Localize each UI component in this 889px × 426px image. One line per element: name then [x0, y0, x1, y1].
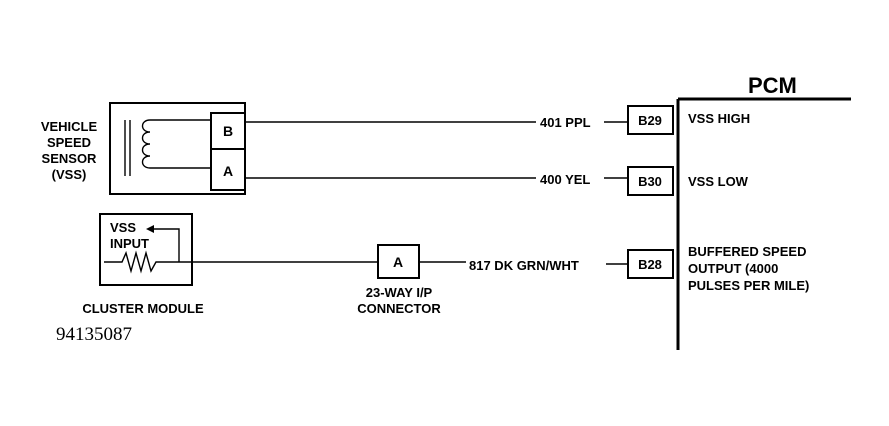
cluster-inner-label-line-2: INPUT	[110, 236, 149, 251]
pcm-pin-label: B30	[638, 174, 662, 189]
arrow-left-icon	[146, 225, 154, 233]
resistor-icon	[104, 250, 192, 274]
wire-label: 817 DK GRN/WHT	[469, 258, 579, 273]
pcm-pin-box	[627, 105, 674, 135]
pcm-signal-label: VSS LOW	[688, 174, 749, 189]
pcm-signal-label-line-2: OUTPUT (4000	[688, 261, 778, 276]
ip-connector: A 23-WAY I/P CONNECTOR	[357, 244, 441, 316]
vehicle-speed-sensor: VEHICLE SPEED SENSOR (VSS) B A	[41, 102, 246, 195]
circuit-buffered-speed-output: 817 DK GRN/WHT B28 BUFFERED SPEED OUTPUT…	[192, 244, 809, 293]
connector-pin-label: A	[393, 254, 403, 270]
vss-label-line-2: SPEED	[47, 135, 91, 150]
vss-label-line-4: (VSS)	[52, 167, 87, 182]
pcm-pin-box	[627, 249, 674, 279]
vss-label-line-1: VEHICLE	[41, 119, 98, 134]
vss-label-line-3: SENSOR	[42, 151, 98, 166]
pcm-signal-label-line-3: PULSES PER MILE)	[688, 278, 809, 293]
pcm-signal-label: VSS HIGH	[688, 111, 750, 126]
pcm-title: PCM	[748, 73, 797, 98]
pcm-pin-label: B28	[638, 257, 662, 272]
cluster-feedback-arrow	[152, 228, 180, 262]
wire-label: 401 PPL	[540, 115, 591, 130]
pcm-module-outline	[676, 97, 851, 350]
cluster-module: VSS INPUT CLUSTER MODULE	[82, 213, 204, 316]
vss-pin-a-label: A	[223, 163, 233, 179]
circuit-vss-high: 401 PPL B29 VSS HIGH	[245, 105, 750, 135]
pcm-signal-label-line-1: BUFFERED SPEED	[688, 244, 806, 259]
circuit-vss-low: 400 YEL B30 VSS LOW	[245, 166, 749, 196]
cluster-module-body	[99, 213, 193, 286]
connector-label-line-1: 23-WAY I/P	[366, 285, 433, 300]
wire-label: 400 YEL	[540, 172, 590, 187]
vss-pin-b-label: B	[223, 123, 233, 139]
connector-label-line-2: CONNECTOR	[357, 301, 441, 316]
vss-pin-a-box	[210, 148, 246, 191]
vss-coil-icon	[141, 119, 211, 169]
cluster-module-label: CLUSTER MODULE	[82, 301, 204, 316]
pcm-pin-box	[627, 166, 674, 196]
pcm-pin-label: B29	[638, 113, 662, 128]
figure-number: 94135087	[56, 324, 132, 345]
cluster-inner-label-line-1: VSS	[110, 220, 136, 235]
